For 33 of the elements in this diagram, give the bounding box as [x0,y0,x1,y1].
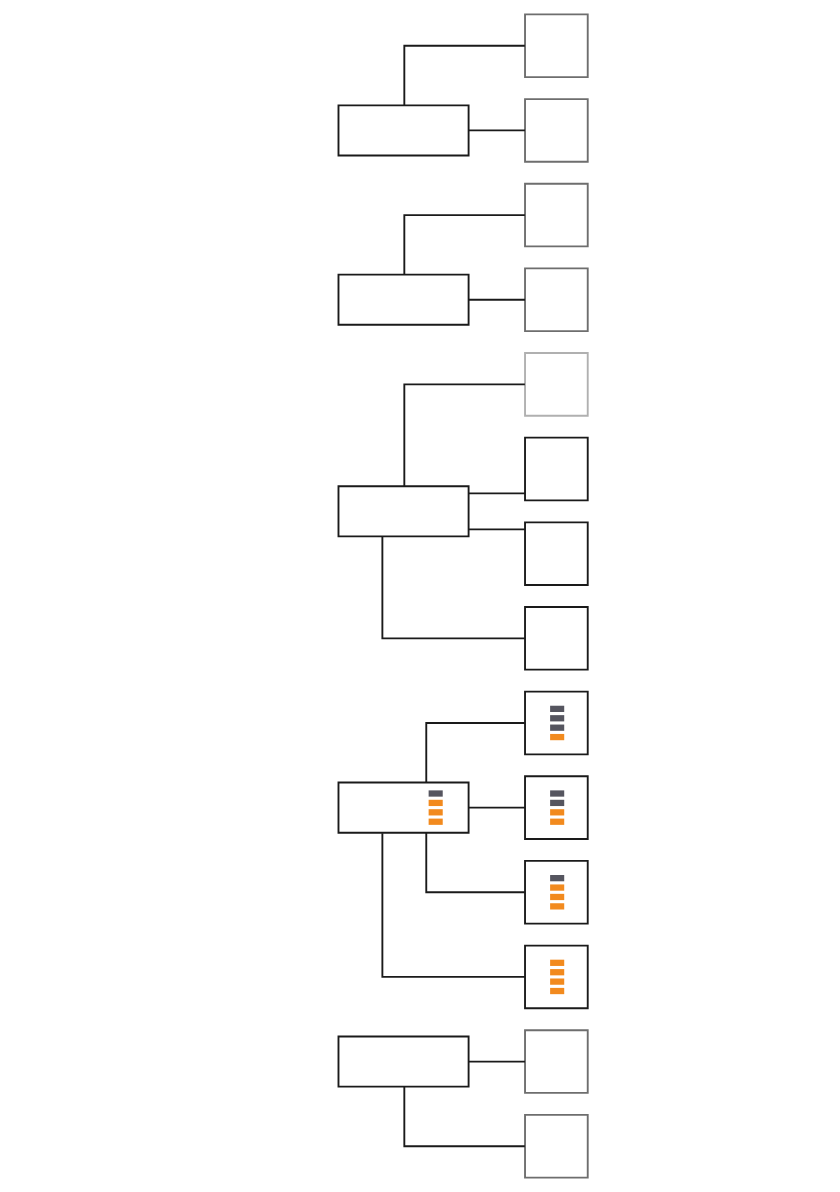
node-box [524,352,589,417]
node-box [524,944,589,1010]
node-box [524,859,589,925]
connector [467,528,526,531]
connector [425,722,526,784]
connector [403,1086,526,1148]
connector [381,832,526,978]
connector [403,44,526,106]
connector [381,535,526,640]
connector [467,806,526,809]
node-box [524,98,589,163]
node-box [524,1029,589,1094]
node-box [337,781,470,834]
node-box [524,690,589,756]
node-box [337,273,470,326]
node-box [524,606,589,671]
node-box [524,267,589,332]
connector [403,214,526,276]
node-box [524,436,589,502]
connector [467,298,526,301]
connector [467,492,526,495]
node-box [524,1113,589,1179]
node-box [524,775,589,840]
connector [467,129,526,132]
node-box [337,104,470,157]
connector [467,1060,526,1063]
node-box [524,521,589,586]
node-box [524,13,589,79]
connector [403,383,526,488]
node-box [337,485,470,538]
node-box [337,1035,470,1088]
connector [425,832,526,894]
node-box [524,182,589,248]
